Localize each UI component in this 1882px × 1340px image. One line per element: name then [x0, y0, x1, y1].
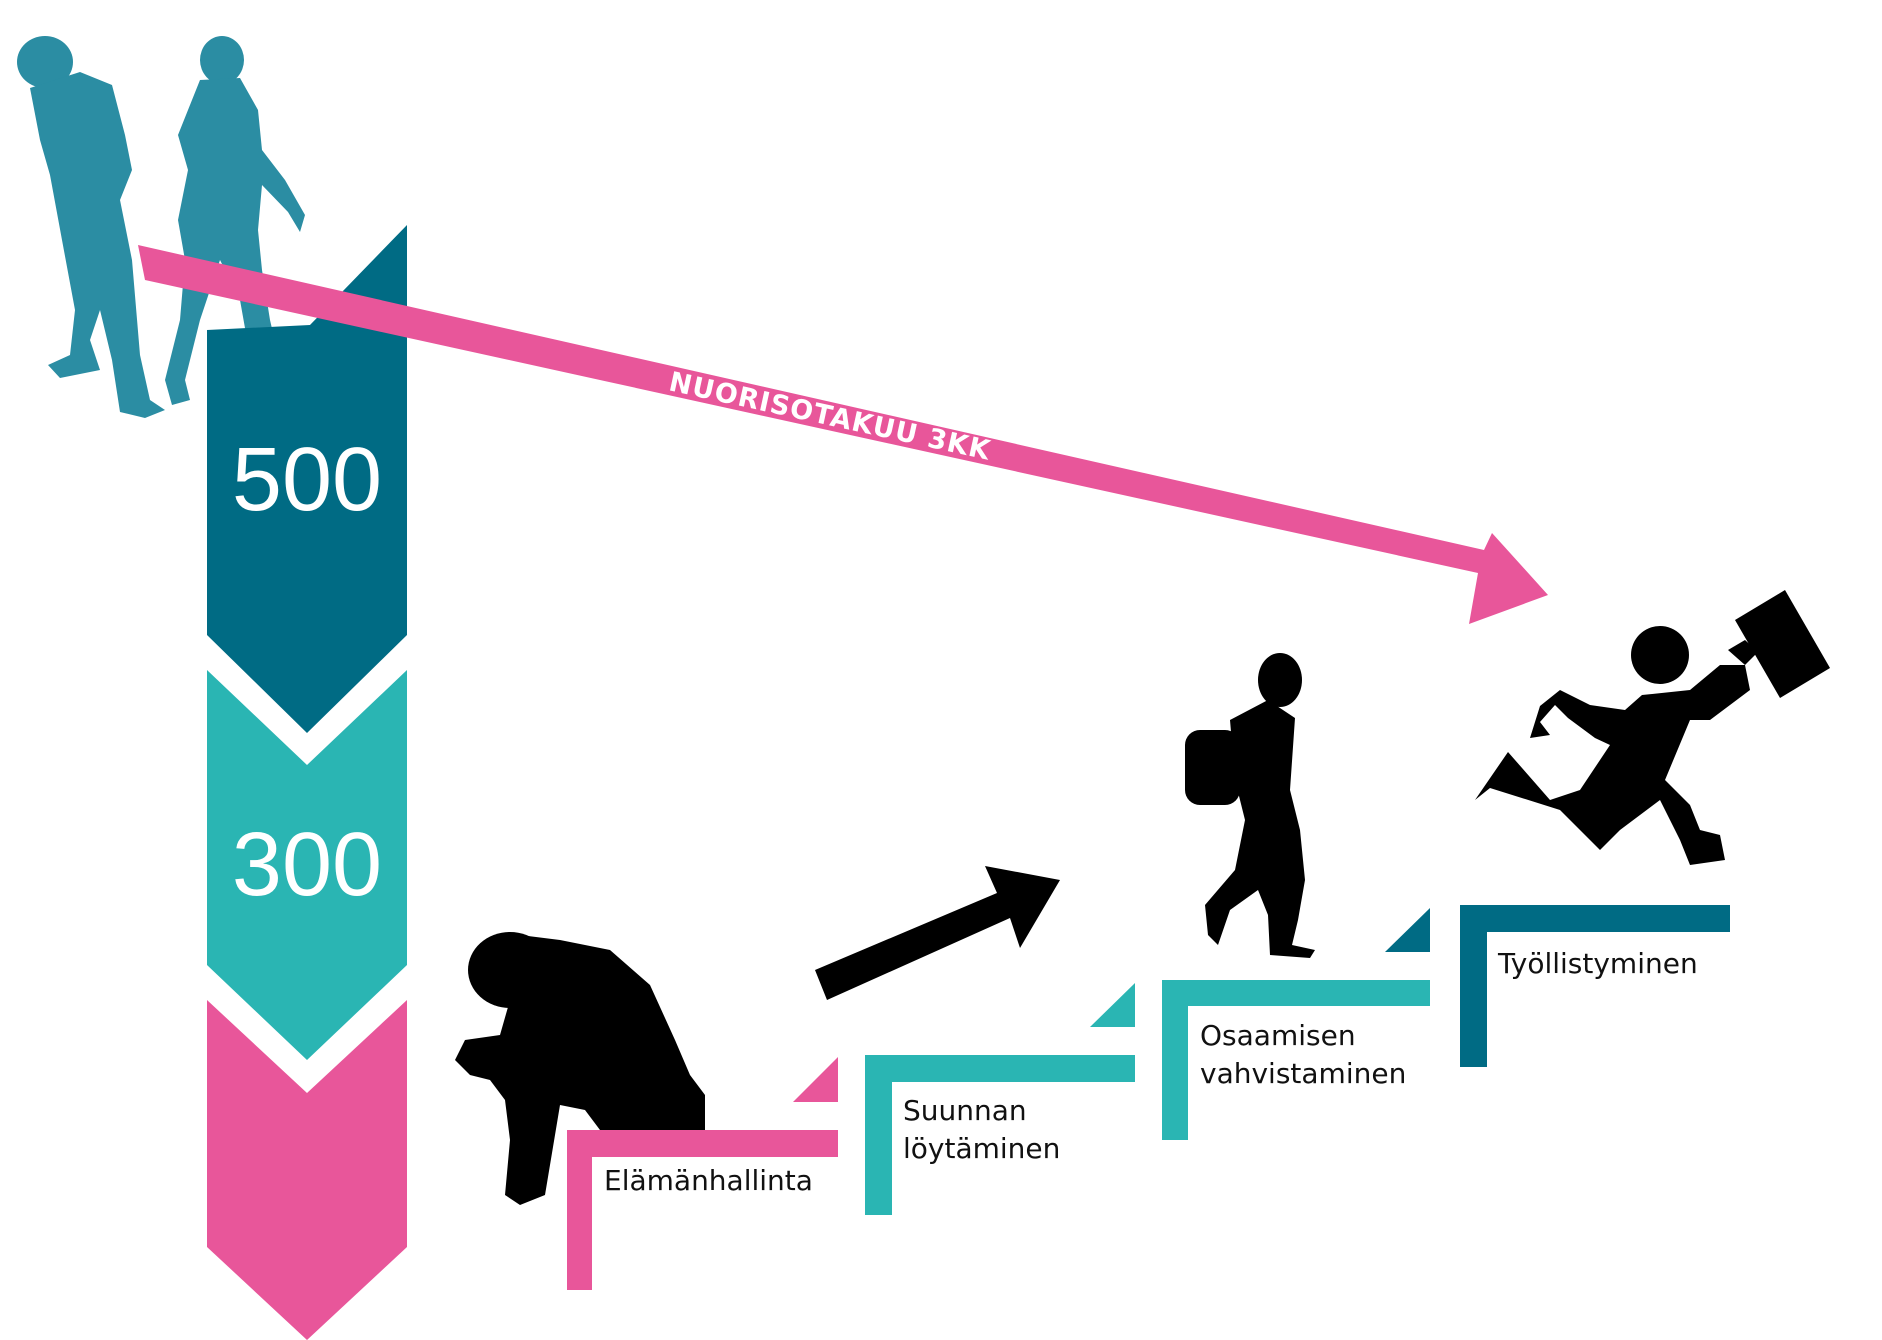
step-bracket [1162, 980, 1430, 1140]
chevron-500-label: 500 [232, 430, 382, 530]
chevron-strip [207, 225, 407, 1340]
step-label: Suunnan [903, 1094, 1027, 1127]
step-suunnan-loytaminen: Suunnan löytäminen [865, 983, 1135, 1215]
step-corner-marker [1385, 908, 1430, 952]
step-elamanhallinta: Elämänhallinta [567, 1057, 838, 1290]
step-bracket [865, 1055, 1135, 1215]
step-corner-marker [793, 1057, 838, 1102]
progress-arrow-icon [815, 866, 1060, 1000]
step-label: löytäminen [903, 1132, 1060, 1165]
sitting-person-icon [455, 932, 705, 1205]
step-label: Työllistyminen [1497, 947, 1698, 980]
chevron-pink [207, 1000, 407, 1340]
chevron-500 [207, 225, 407, 733]
guarantee-arrow-shaft [138, 245, 1548, 624]
step-label: Osaamisen [1200, 1019, 1356, 1052]
step-bracket [1460, 905, 1730, 1067]
walking-person-icon [1185, 653, 1315, 958]
step-corner-marker [1090, 983, 1135, 1027]
chevron-300-label: 300 [232, 815, 382, 915]
walking-youth-pair-icon [17, 36, 305, 418]
step-label: Elämänhallinta [604, 1164, 813, 1197]
step-osaamisen-vahvistaminen: Osaamisen vahvistaminen [1162, 980, 1430, 1140]
step-label: vahvistaminen [1200, 1057, 1406, 1090]
step-bracket [567, 1130, 838, 1290]
running-businessman-icon [1475, 590, 1830, 865]
chevron-300 [207, 670, 407, 1060]
guarantee-arrow-label: NUORISOTAKUU 3KK [666, 367, 993, 467]
step-tyollistyminen: Työllistyminen [1385, 905, 1730, 1067]
